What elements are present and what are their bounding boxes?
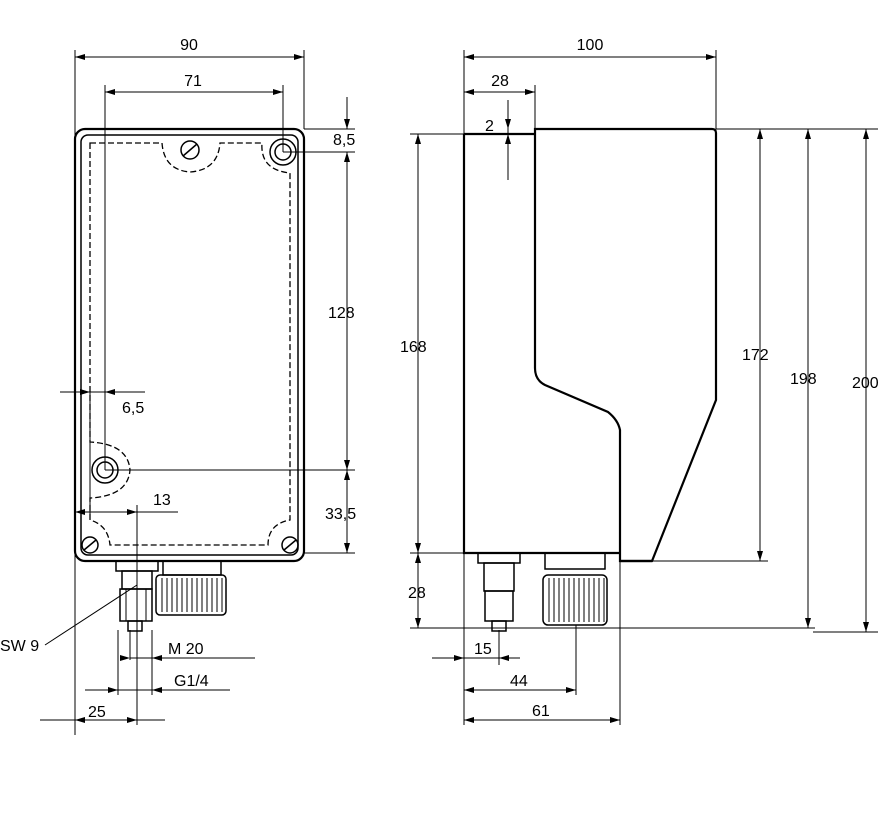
dim-body-height: 168 [400, 339, 427, 356]
dim-fitting-offset: 15 [474, 641, 492, 658]
dim-height-with-fitting: 198 [790, 371, 817, 388]
dim-overall-depth: 100 [577, 37, 604, 54]
dim-top-offset: 8,5 [333, 132, 355, 149]
dim-wrench-size: SW 9 [0, 638, 39, 655]
dim-gland-outer: 61 [532, 703, 550, 720]
side-view: 100 28 2 168 172 198 200 28 15 44 61 [400, 37, 879, 725]
dim-lower-height: 33,5 [325, 506, 356, 523]
dim-fitting-thread: G1/4 [174, 673, 209, 690]
screw-bottom-left [81, 536, 99, 554]
side-fitting [477, 552, 521, 632]
front-housing-inner [80, 134, 299, 556]
side-housing-outline [462, 127, 718, 563]
side-dimension-lines [417, 56, 867, 721]
dim-fitting-position: 25 [88, 704, 106, 721]
dim-step-depth: 28 [491, 73, 509, 90]
screw-bottom-right [281, 536, 299, 554]
dim-inner-height: 172 [742, 347, 769, 364]
dim-gland-offset: 44 [510, 673, 528, 690]
dim-gland-thread: M 20 [168, 641, 204, 658]
front-extension-lines [74, 50, 355, 735]
front-cable-gland [155, 560, 227, 616]
dim-overall-width: 90 [180, 37, 198, 54]
front-dimension-lines [40, 56, 348, 721]
side-arrows [415, 54, 869, 723]
dim-overall-height: 200 [852, 375, 879, 392]
dim-fitting-length: 28 [408, 585, 426, 602]
front-view: 90 71 8,5 128 6,5 13 33,5 SW 9 M 20 G1/4… [0, 37, 356, 735]
dim-step-height: 2 [485, 118, 494, 135]
screw-top-center [180, 140, 200, 160]
front-arrows [75, 54, 350, 723]
front-housing-outline [73, 127, 306, 563]
dim-hole-spacing-height: 128 [328, 305, 355, 322]
dim-bottom-offset: 13 [153, 492, 171, 509]
side-extension-lines [410, 50, 878, 725]
dim-hole-spacing-width: 71 [184, 73, 202, 90]
front-gasket-outline [89, 142, 291, 546]
side-cable-gland [542, 552, 608, 626]
dim-side-offset: 6,5 [122, 400, 144, 417]
